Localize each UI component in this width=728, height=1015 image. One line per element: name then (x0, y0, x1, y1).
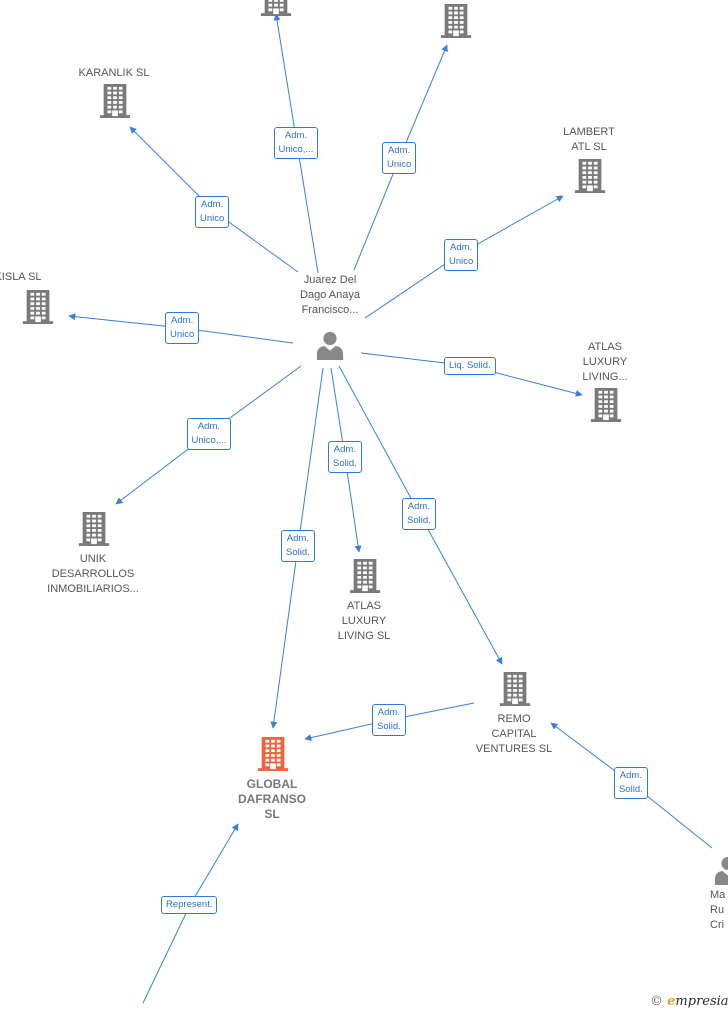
edge-label[interactable]: Adm. Unico,... (273, 127, 319, 159)
edge-label[interactable]: Adm. Solid. (614, 767, 648, 799)
edge-label-line: Unico (200, 213, 225, 224)
edge-label-line: Adm. (286, 533, 309, 544)
company-name[interactable]: ATLAS LUXURY LIVING... (540, 340, 670, 385)
edge-label-line: Solid. (377, 721, 401, 732)
company-name-line: REMO (497, 713, 531, 725)
company-name-line: INMOBILIARIOS... (47, 583, 139, 595)
company-name[interactable]: UNIK DESARROLLOS INMOBILIARIOS... (13, 552, 173, 597)
company-name-line: DAFRANSO (238, 792, 306, 806)
company-name-line: ATLAS (346, 600, 382, 612)
building-icon[interactable] (98, 84, 132, 123)
edge-label-line: Liq. Solid. (449, 360, 491, 371)
person-name-line: Dago Anaya (300, 289, 360, 301)
edge-label-line: Adm. (197, 421, 221, 432)
person-name-line: Ru (710, 904, 725, 916)
building-icon[interactable] (77, 512, 111, 551)
edge-label-line: Adm. (171, 315, 194, 326)
edge-label-line: Represent. (166, 899, 213, 910)
company-name-line: ATLAS (587, 341, 623, 353)
building-icon[interactable] (256, 737, 290, 776)
person-name-line: Juarez Del (303, 274, 357, 286)
edge-label[interactable]: Adm. Solid. (402, 498, 436, 530)
company-name-line: LUXURY (582, 356, 628, 368)
edge-label-line: Solid. (286, 547, 310, 558)
edge-label[interactable]: Adm. Unico (382, 142, 417, 174)
person-icon[interactable] (713, 855, 728, 890)
edge-label-line: Unico,... (278, 144, 314, 155)
edge-label-line: Unico (449, 256, 474, 267)
brand-initial: e (667, 994, 676, 1009)
edge-label[interactable]: Adm. Unico,... (186, 418, 232, 450)
edge-label[interactable]: Liq. Solid. (444, 357, 496, 375)
building-icon[interactable] (21, 290, 55, 329)
company-name-line: KARANLIK SL (78, 67, 150, 79)
company-name-line: UNIK (79, 553, 107, 565)
company-name-line: LAMBERT (563, 126, 615, 138)
building-icon[interactable] (348, 559, 382, 598)
company-name-line: LIVING SL (337, 630, 391, 642)
company-name-line: SL (264, 807, 280, 821)
edge-label-line: Adm. (619, 770, 642, 781)
edge-label-line: Unico (387, 159, 412, 170)
edge-label[interactable]: Adm. Unico (195, 196, 230, 228)
edge-label-line: Unico,... (191, 435, 227, 446)
building-icon[interactable] (439, 4, 473, 43)
edge-label-line: Solid. (619, 784, 643, 795)
company-name[interactable]: ULUKISLA SL (0, 270, 72, 285)
company-name-line: CAPITAL (491, 728, 537, 740)
empresia-watermark: © empresia (650, 994, 728, 1009)
person-name-line: Francisco... (301, 304, 359, 316)
building-icon[interactable] (573, 159, 607, 198)
edge-label-line: Adm. (377, 707, 400, 718)
edge-label-line: Adm. (201, 199, 224, 210)
company-name-line: GLOBAL (246, 777, 298, 791)
company-name-line: LUXURY (341, 615, 387, 627)
edge-label-line: Solid. (407, 515, 431, 526)
company-name[interactable]: LAMBERT ATL SL (524, 125, 654, 155)
person-name-line: Ma (710, 889, 726, 901)
brand-name: mpresia (675, 994, 728, 1009)
edge-label-line: Adm. (407, 501, 430, 512)
company-name-line: LIVING... (582, 371, 628, 383)
edge-label[interactable]: Represent. (161, 896, 218, 914)
building-icon[interactable] (589, 388, 623, 427)
company-name-line: ATL SL (571, 141, 607, 153)
edge-label[interactable]: Adm. Solid. (328, 441, 362, 473)
company-name-line: ULUKISLA SL (0, 271, 42, 283)
person-icon[interactable] (315, 330, 345, 365)
edge-label-line: Unico (170, 329, 195, 340)
company-name[interactable]: KARANLIK SL (49, 66, 179, 81)
edge-label[interactable]: Adm. Unico (444, 239, 479, 271)
copyright-symbol: © (650, 994, 663, 1009)
edge-label-line: Adm. (388, 145, 411, 156)
person-name-line: Cri (710, 919, 725, 931)
building-icon[interactable] (498, 672, 532, 711)
edge-label-line: Adm. (284, 130, 308, 141)
company-name-line: VENTURES SL (475, 743, 553, 755)
edge-label[interactable]: Adm. Solid. (281, 530, 315, 562)
company-name-line: DESARROLLOS (51, 568, 135, 580)
edge-label-line: Solid. (333, 458, 357, 469)
company-name[interactable]: ATLAS LUXURY LIVING SL (299, 599, 429, 644)
edge-label-line: Adm. (333, 444, 356, 455)
company-name[interactable]: REMO CAPITAL VENTURES SL (449, 712, 579, 757)
edge-label-line: Adm. (450, 242, 473, 253)
edge-label[interactable]: Adm. Unico (165, 312, 200, 344)
edge-label[interactable]: Adm. Solid. (372, 704, 406, 736)
building-icon[interactable] (259, 0, 293, 21)
